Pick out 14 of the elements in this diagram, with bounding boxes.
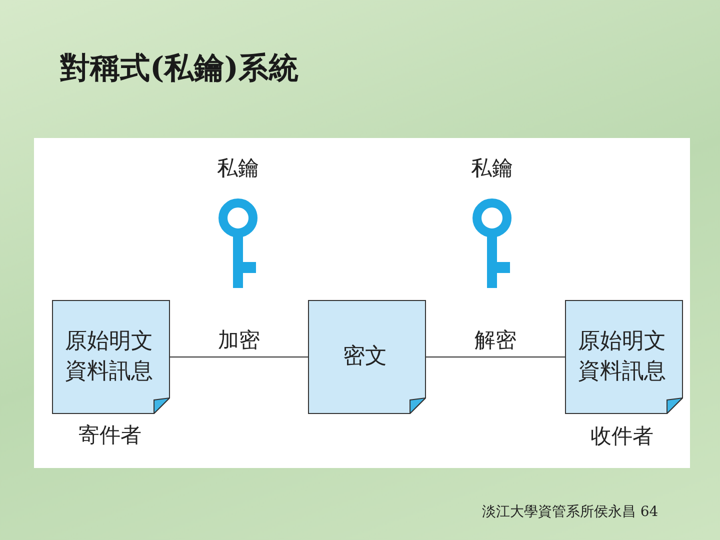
connector-line [426, 356, 566, 358]
role-label: 寄件者 [78, 422, 142, 449]
box-label: 原始明文資料訊息 [577, 328, 667, 386]
role-label: 收件者 [590, 423, 654, 450]
document-box [52, 300, 170, 414]
box-label: 密文 [343, 343, 387, 371]
title: 對稱式(私鑰)系統 [60, 50, 298, 88]
box-label: 原始明文資料訊息 [64, 328, 154, 386]
document-box [308, 300, 426, 414]
key-label: 私鑰 [471, 155, 513, 182]
connector-line [170, 356, 308, 358]
footer-text: 淡江大學資管系所侯永昌 64 [482, 503, 658, 521]
key-label: 私鑰 [217, 155, 259, 182]
document-box [565, 300, 683, 414]
